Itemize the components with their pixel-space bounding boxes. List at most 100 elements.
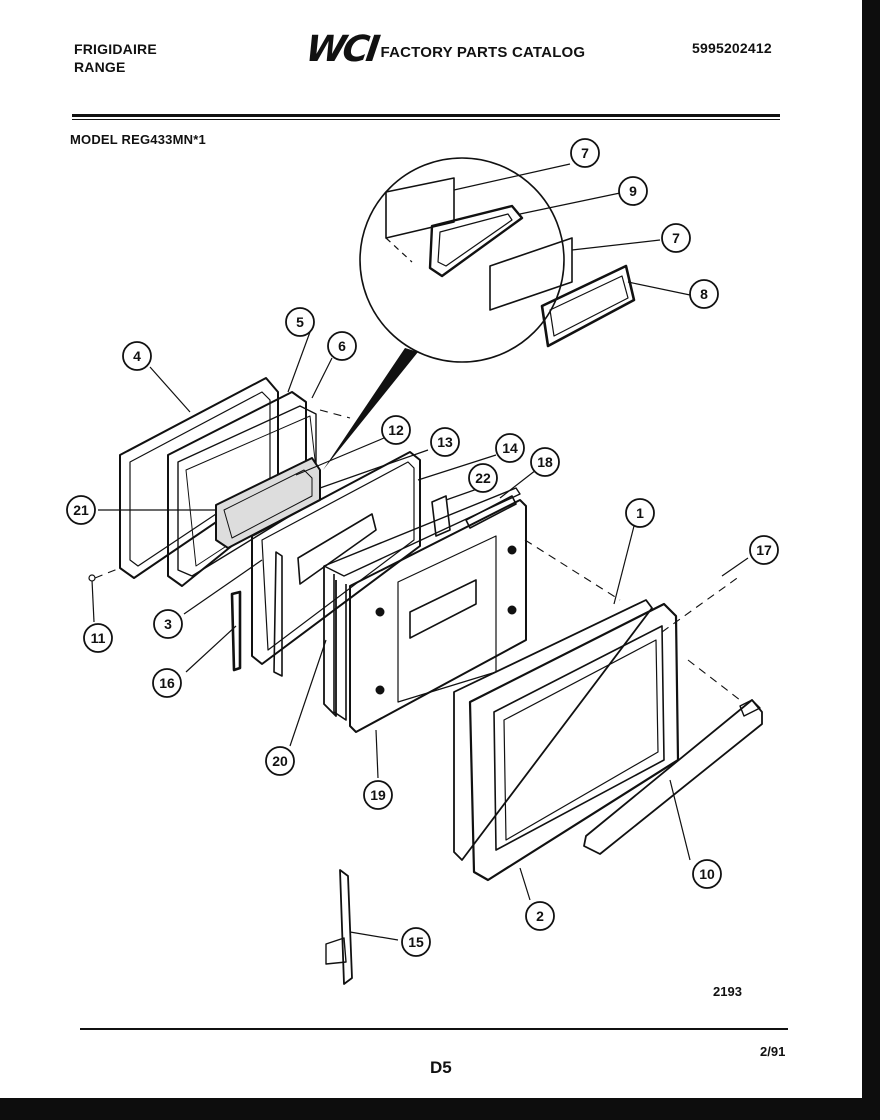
inner-door-panel [119, 377, 279, 579]
callout-10: 10 [692, 859, 722, 889]
callout-label: 15 [408, 934, 424, 950]
callout-circle [468, 463, 498, 493]
callout-4: 4 [122, 341, 152, 371]
header-rule-top [72, 114, 780, 117]
callout-21: 21 [66, 495, 96, 525]
callout-circle [285, 307, 315, 337]
callout-circle [749, 535, 779, 565]
callout-label: 19 [370, 787, 386, 803]
callout-15: 15 [401, 927, 431, 957]
scan-edge-right [862, 0, 880, 1120]
callout-circle [265, 746, 295, 776]
callout-circle [625, 498, 655, 528]
callout-11: 11 [83, 623, 113, 653]
callout-circle [692, 859, 722, 889]
callout-label: 16 [159, 675, 175, 691]
callout-label: 18 [537, 454, 553, 470]
callout-label: 2 [536, 908, 544, 924]
callout-17: 17 [749, 535, 779, 565]
callout-label: 7 [672, 230, 680, 246]
callout-9: 9 [618, 176, 648, 206]
callout-label: 21 [73, 502, 89, 518]
spacer-18 [465, 495, 517, 529]
callout-circle [83, 623, 113, 653]
footer-rule [80, 1028, 788, 1030]
callout-6: 6 [327, 331, 357, 361]
callout-14: 14 [495, 433, 525, 463]
brand-block: FRIGIDAIRE RANGE [74, 40, 157, 76]
callout-circle [495, 433, 525, 463]
callout-label: 20 [272, 753, 288, 769]
page-number: D5 [430, 1058, 452, 1077]
callout-circle [530, 447, 560, 477]
callout-circle [618, 176, 648, 206]
callout-label: 17 [756, 542, 772, 558]
callout-18: 18 [530, 447, 560, 477]
callout-circle [363, 780, 393, 810]
door-panel-assembly [323, 487, 521, 721]
callout-13: 13 [430, 427, 460, 457]
callout-16: 16 [152, 668, 182, 698]
callout-12: 12 [381, 415, 411, 445]
callout-label: 4 [133, 348, 141, 364]
spacer-22 [431, 495, 451, 537]
callout-layer: 7 9 7 8 5 6 4 12 13 14 22 18 21 1 17 3 11 16 20 19 10 2 15 [66, 138, 779, 957]
detail-magnifier [323, 157, 636, 470]
callout-circle [661, 223, 691, 253]
revision-date: 2/91 [760, 1044, 786, 1059]
callout-7: 7 [661, 223, 691, 253]
callout-circle [525, 901, 555, 931]
callout-label: 10 [699, 866, 715, 882]
callout-label: 7 [581, 145, 589, 161]
callout-label: 6 [338, 338, 346, 354]
header-rule-bottom [72, 119, 780, 120]
callout-label: 12 [388, 422, 404, 438]
door-inner-panel [251, 451, 421, 665]
callout-label: 9 [629, 183, 637, 199]
callout-label: 1 [636, 505, 644, 521]
hinge-15 [325, 869, 353, 985]
callout-label: 5 [296, 314, 304, 330]
callout-5: 5 [285, 307, 315, 337]
callout-circle [153, 609, 183, 639]
hinge-left [273, 551, 283, 677]
callout-label: 8 [700, 286, 708, 302]
screw-11 [88, 574, 96, 582]
callout-circle [689, 279, 719, 309]
figure-code: 2193 [713, 984, 742, 999]
callout-circle [66, 495, 96, 525]
callout-8: 8 [689, 279, 719, 309]
callout-circle [327, 331, 357, 361]
brand-name: FRIGIDAIRE [74, 41, 157, 57]
callout-7: 7 [570, 138, 600, 168]
callout-label: 3 [164, 616, 172, 632]
callout-2: 2 [525, 901, 555, 931]
model-number: MODEL REG433MN*1 [70, 132, 206, 147]
callout-label: 14 [502, 440, 518, 456]
catalog-title: FACTORY PARTS CATALOG [380, 43, 586, 61]
callout-label: 11 [91, 630, 106, 646]
callout-3: 3 [153, 609, 183, 639]
leader-lines [91, 163, 749, 941]
callout-circle [430, 427, 460, 457]
catalog-number: 5995202412 [692, 40, 772, 56]
scan-edge-bottom [0, 1098, 880, 1120]
callout-circle [570, 138, 600, 168]
callout-20: 20 [265, 746, 295, 776]
callout-circle [381, 415, 411, 445]
callout-label: 22 [475, 470, 491, 486]
catalog-heading: WCI FACTORY PARTS CATALOG [303, 29, 586, 70]
callout-1: 1 [625, 498, 655, 528]
door-handle [583, 699, 763, 855]
callout-19: 19 [363, 780, 393, 810]
callout-circle [122, 341, 152, 371]
hinge-strip-16 [230, 590, 242, 672]
callout-22: 22 [468, 463, 498, 493]
outer-door-frame [453, 599, 680, 882]
callout-circle [401, 927, 431, 957]
alignment-lines [94, 409, 741, 701]
callout-circle [152, 668, 182, 698]
callout-label: 13 [437, 434, 453, 450]
product-type: RANGE [74, 59, 126, 75]
